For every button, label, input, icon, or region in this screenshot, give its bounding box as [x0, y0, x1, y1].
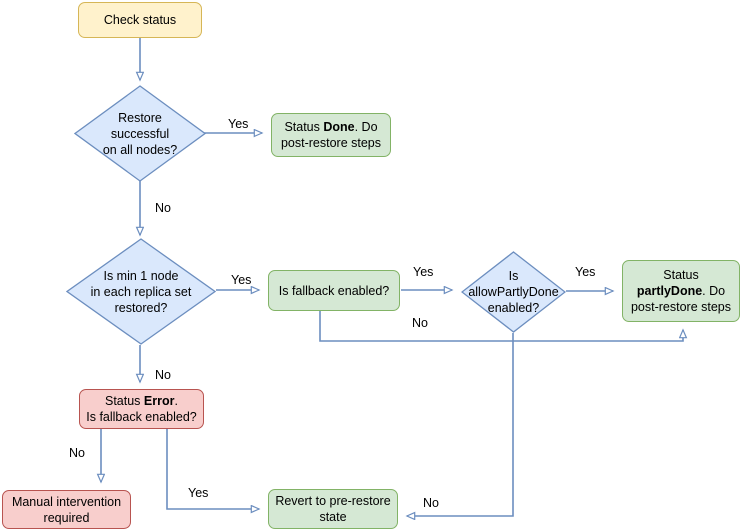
node-status-error-label: Status Error. Is fallback enabled? — [86, 393, 197, 425]
diamond-shape — [461, 251, 566, 333]
node-fallback-enabled-label: Is fallback enabled? — [278, 283, 390, 298]
line-1: Is min 1 node — [103, 268, 179, 283]
node-status-done[interactable]: Status Done. Do post-restore steps — [271, 113, 391, 157]
diamond-shape — [74, 85, 206, 182]
edge-label-restore-no: No — [155, 201, 171, 215]
partly-done-suffix: . Do post-restore steps — [630, 284, 732, 314]
node-revert-pre-restore[interactable]: Revert to pre-restore state — [268, 489, 398, 529]
status-error-line-2: Is fallback enabled? — [86, 410, 197, 424]
line-1: Manual intervention — [11, 494, 122, 509]
line-2: allowPartlyDone — [468, 285, 559, 299]
node-status-error[interactable]: Status Error. Is fallback enabled? — [79, 389, 204, 429]
edge-label-restore-yes: Yes — [228, 117, 249, 131]
edge-error-yes — [166, 429, 259, 509]
partly-done-bold: partlyDone — [636, 284, 703, 298]
line-3: enabled? — [487, 301, 540, 315]
node-allow-partly-done-label: Is allowPartlyDone enabled? — [464, 268, 562, 316]
line-2: state — [319, 510, 347, 524]
edge-partly-no — [407, 333, 514, 516]
node-allow-partly-done[interactable]: Is allowPartlyDone enabled? — [461, 251, 566, 333]
status-error-prefix: Status — [105, 394, 144, 408]
edge-label-fallback-no: No — [412, 316, 428, 330]
edge-label-partly-no: No — [423, 496, 439, 510]
node-restore-successful[interactable]: Restore successful on all nodes? — [74, 85, 206, 182]
line-1: Restore — [118, 110, 162, 125]
line-2: successful — [110, 126, 170, 141]
node-revert-pre-restore-label: Revert to pre-restore state — [275, 493, 390, 525]
line-2: in each replica set — [90, 284, 192, 299]
edge-label-minnode-no: No — [155, 368, 171, 382]
line-1: Is — [508, 269, 519, 283]
line-2: required — [43, 510, 90, 525]
node-restore-successful-label: Restore successful on all nodes? — [99, 110, 181, 158]
line-3: restored? — [114, 300, 168, 315]
diamond-shape — [66, 238, 216, 345]
node-fallback-enabled[interactable]: Is fallback enabled? — [268, 270, 400, 311]
edge-label-error-no: No — [69, 446, 85, 460]
edge-label-fallback-yes: Yes — [413, 265, 434, 279]
line-3: on all nodes? — [102, 142, 178, 157]
node-manual-intervention[interactable]: Manual intervention required — [2, 490, 131, 529]
node-manual-intervention-label: Manual intervention required — [12, 494, 121, 526]
node-status-partly-done[interactable]: Status partlyDone. Do post-restore steps — [622, 260, 740, 322]
node-min-one-node-label: Is min 1 node in each replica set restor… — [87, 268, 196, 316]
status-error-bold: Error — [143, 394, 175, 408]
node-status-done-label: Status Done. Do post-restore steps — [278, 119, 384, 151]
line-1: Revert to pre-restore — [275, 494, 391, 508]
edge-label-partly-yes: Yes — [575, 265, 596, 279]
status-done-suffix: . Do post-restore steps — [280, 120, 382, 150]
node-min-one-node[interactable]: Is min 1 node in each replica set restor… — [66, 238, 216, 345]
node-check-status[interactable]: Check status — [78, 2, 202, 38]
node-check-status-label: Check status — [103, 13, 177, 27]
status-error-suffix: . — [174, 394, 178, 408]
edge-label-minnode-yes: Yes — [231, 273, 252, 287]
node-status-partly-done-label: Status partlyDone. Do post-restore steps — [629, 267, 733, 315]
status-done-bold: Done — [323, 120, 355, 134]
partly-done-prefix: Status — [663, 268, 699, 282]
edge-label-error-yes: Yes — [188, 486, 209, 500]
status-done-prefix: Status — [284, 120, 324, 134]
